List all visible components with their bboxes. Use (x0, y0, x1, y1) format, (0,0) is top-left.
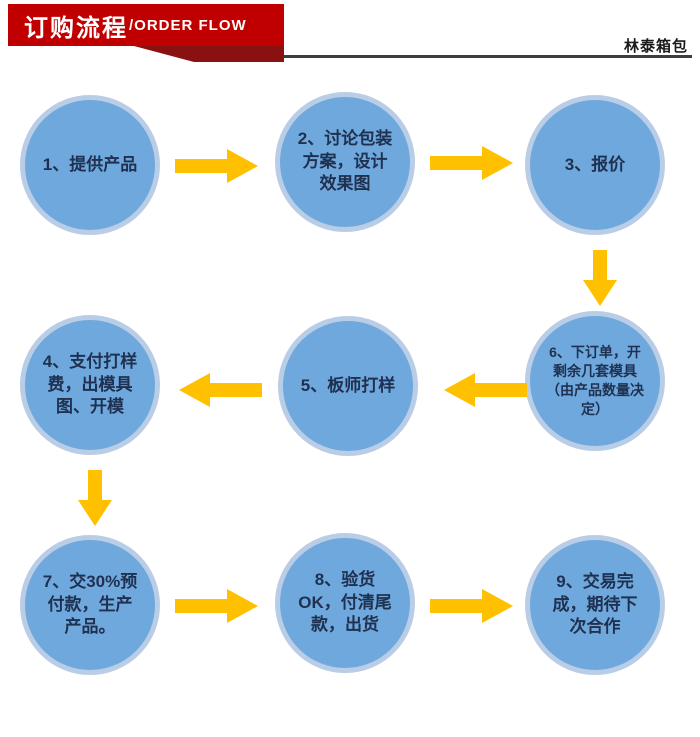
step-label-3: 3、报价 (564, 154, 626, 174)
flow-arrow-3-to-6-icon (580, 250, 620, 308)
flow-arrow-2-to-3-icon (430, 143, 515, 183)
flow-arrow-4-to-7-icon (75, 470, 115, 528)
step-label-9: 9、交易完成，期待下次合作 (552, 571, 638, 637)
banner-title-en: /ORDER FLOW (129, 16, 247, 34)
step-circle-3: 3、报价 (525, 95, 665, 235)
step-circle-8: 8、验货OK，付清尾款，出货 (275, 533, 415, 673)
step-circle-4: 4、支付打样费，出模具图、开模 (20, 315, 160, 455)
step-circle-5: 5、板师打样 (278, 316, 418, 456)
step-label-8: 8、验货OK，付清尾款，出货 (298, 569, 392, 635)
header-rule (284, 55, 692, 58)
banner-ribbon-fold (134, 46, 284, 62)
step-label-2: 2、讨论包装方案，设计效果图 (297, 128, 393, 194)
step-label-7: 7、交30%预付款，生产产品。 (42, 571, 138, 637)
order-flow-banner: 订购流程 /ORDER FLOW (8, 4, 284, 46)
step-circle-9: 9、交易完成，期待下次合作 (525, 535, 665, 675)
flow-arrow-6-to-5-icon (442, 370, 527, 410)
brand-name: 林泰箱包 (623, 38, 688, 55)
step-label-5: 5、板师打样 (300, 375, 396, 395)
step-label-4: 4、支付打样费，出模具图、开模 (42, 351, 138, 417)
flow-arrow-8-to-9-icon (430, 586, 515, 626)
step-label-1: 1、提供产品 (42, 154, 138, 174)
step-label-6: 6、下订单，开剩余几套模具（由产品数量决定） (546, 344, 644, 417)
flow-arrow-7-to-8-icon (175, 586, 260, 626)
step-circle-2: 2、讨论包装方案，设计效果图 (275, 92, 415, 232)
flow-arrow-5-to-4-icon (177, 370, 262, 410)
banner-title-cn: 订购流程 (24, 14, 128, 42)
step-circle-7: 7、交30%预付款，生产产品。 (20, 535, 160, 675)
step-circle-6: 6、下订单，开剩余几套模具（由产品数量决定） (525, 311, 665, 451)
step-circle-1: 1、提供产品 (20, 95, 160, 235)
flow-arrow-1-to-2-icon (175, 146, 260, 186)
